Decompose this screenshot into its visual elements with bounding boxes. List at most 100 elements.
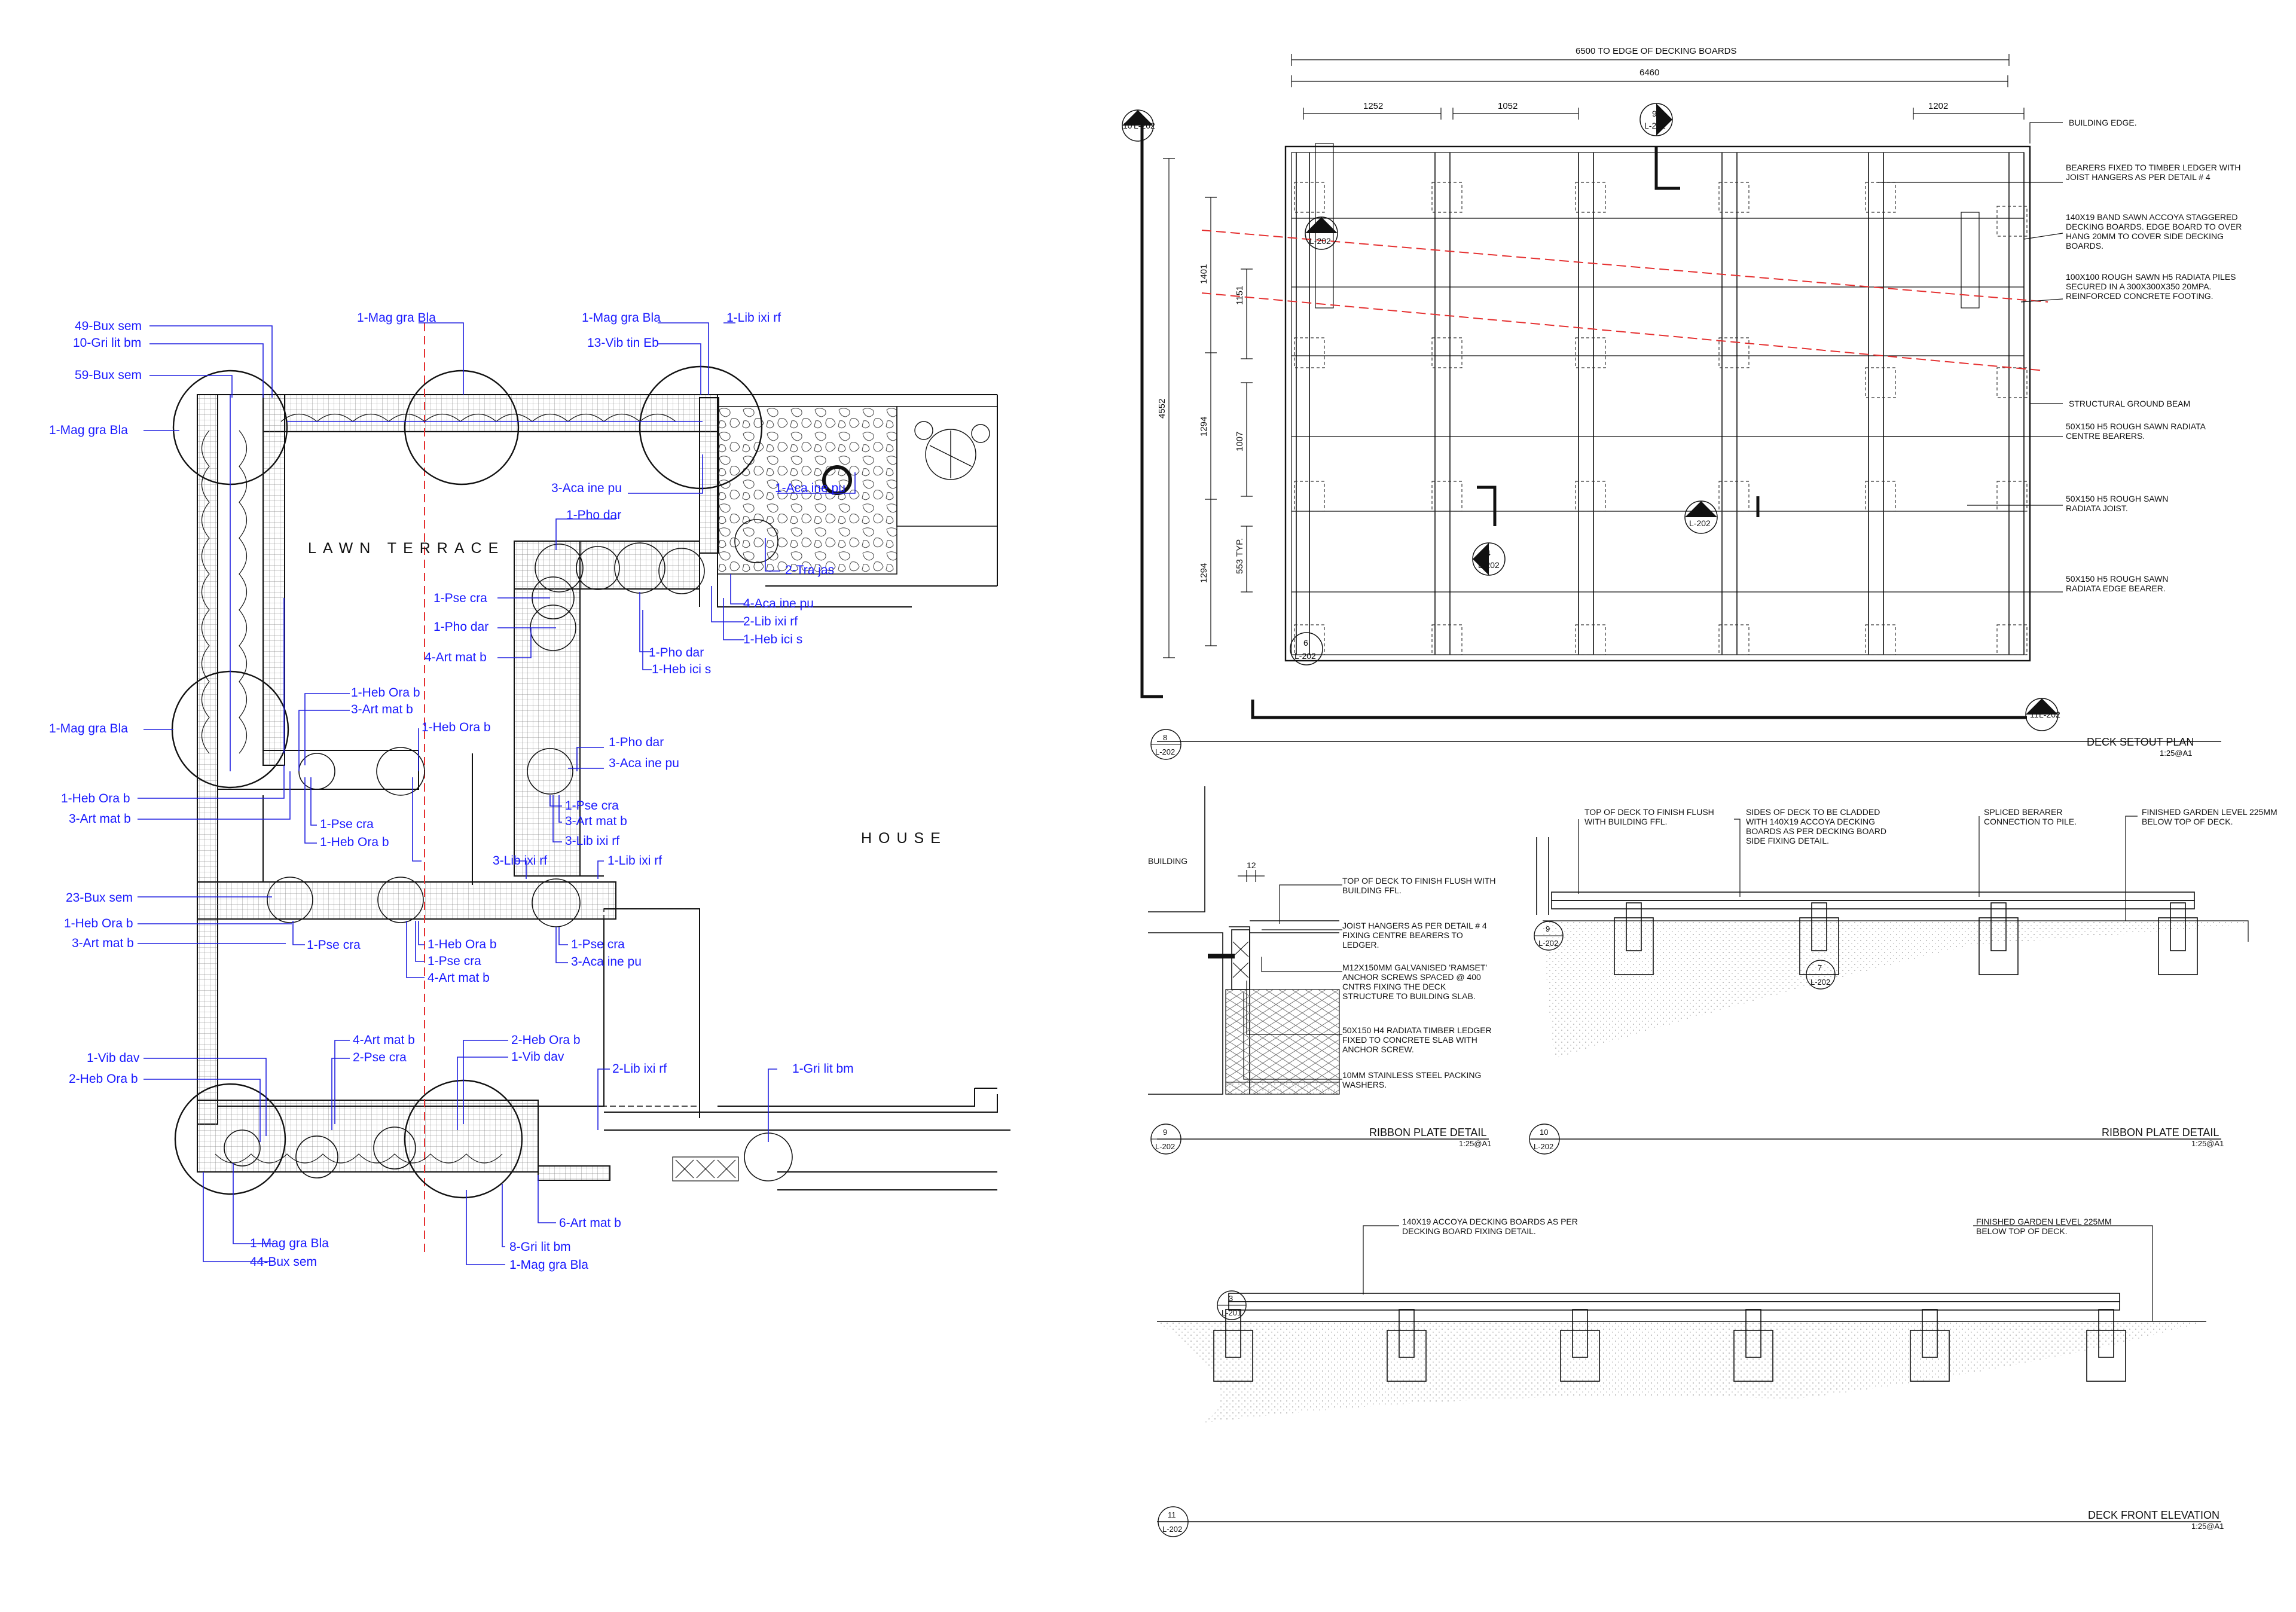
- svg-text:10: 10: [1540, 1128, 1548, 1137]
- note-flush-10: TOP OF DECK TO FINISH FLUSH WITH BUILDIN…: [1584, 807, 1714, 826]
- plant-label: 1-Mag gra Bla: [509, 1258, 588, 1272]
- plant-label: 3-Aca ine pu: [609, 756, 679, 770]
- svg-text:L-202: L-202: [1689, 518, 1711, 528]
- plant-label: 2-Lib ixi rf: [743, 615, 798, 628]
- piles-elevation: [1213, 1309, 2126, 1382]
- svg-text:10: 10: [1123, 121, 1132, 130]
- plant-label: 1-Mag gra Bla: [49, 722, 128, 735]
- plant-label: 1-Heb Ora b: [320, 835, 389, 849]
- plant-label: 3-Lib ixi rf: [493, 854, 547, 868]
- plant-label: 1-Pse cra: [428, 954, 481, 968]
- plant-label: 1-Pse cra: [565, 799, 619, 813]
- tree-canopies: [171, 365, 763, 1199]
- plant-label: 6-Art mat b: [559, 1216, 621, 1230]
- plant-label: 4-Art mat b: [428, 971, 490, 985]
- dim-left-2: 1294: [1199, 417, 1209, 436]
- note-flush: TOP OF DECK TO FINISH FLUSH WITH BUILDIN…: [1342, 876, 1496, 895]
- plant-label: 23-Bux sem: [66, 891, 133, 905]
- callout-9-num: 9: [1546, 924, 1550, 933]
- svg-text:8: 8: [1163, 733, 1167, 742]
- deck-frame: [1201, 143, 2048, 662]
- note-joist-hangers: JOIST HANGERS AS PER DETAIL # 4 FIXING C…: [1342, 921, 1487, 950]
- deck-front-elevation: 140X19 ACCOYA DECKING BOARDS AS PER DECK…: [1157, 1217, 2224, 1537]
- plant-label: 3-Aca ine pu: [571, 955, 642, 969]
- note-ground-beam: STRUCTURAL GROUND BEAM: [2069, 399, 2190, 408]
- callout-9: 9 L-202: [1639, 103, 1673, 136]
- plant-label: 1-Pse cra: [433, 591, 487, 605]
- plant-label: 1-Pho dar: [433, 620, 488, 634]
- dim-left-total: 4552: [1157, 399, 1167, 419]
- plant-label: 1-Heb ici s: [652, 662, 711, 676]
- svg-text:5: 5: [1698, 506, 1703, 516]
- ribbon-plate-detail-9: BUILDING 12 TOP OF DECK TO FINISH FLUSH …: [1148, 786, 1496, 1155]
- plant-label: 1-Heb ici s: [743, 633, 802, 646]
- house-label: HOUSE: [861, 830, 947, 847]
- svg-text:1:25@A1: 1:25@A1: [1459, 1139, 1491, 1148]
- dim-left-1: 1401: [1199, 264, 1209, 284]
- plant-label: 1-Pho dar: [566, 508, 621, 522]
- note-decking-boards: 140X19 BAND SAWN ACCOYA STAGGERED DECKIN…: [2066, 212, 2242, 251]
- deck-setout-plan: 6500 TO EDGE OF DECKING BOARDS 6460 1252…: [1122, 46, 2242, 760]
- note-spliced: SPLICED BERARER CONNECTION TO PILE.: [1984, 807, 2077, 826]
- plant-label: 2-Heb Ora b: [69, 1072, 138, 1086]
- note-cladding: SIDES OF DECK TO BE CLADDED WITH 140X19 …: [1746, 807, 1886, 845]
- dim-inner-left-3: 553 TYP.: [1235, 538, 1245, 574]
- ribbon-plate-detail-9-title: RIBBON PLATE DETAIL: [1369, 1126, 1486, 1138]
- lawn-terrace-label: LAWN TERRACE: [308, 540, 505, 557]
- note-ledger: 50X150 H4 RADIATA TIMBER LEDGER FIXED TO…: [1342, 1025, 1492, 1054]
- stone-paving: [717, 406, 897, 575]
- title-deck-setout-plan: 8 L-202 DECK SETOUT PLAN 1:25@A1: [1150, 729, 2221, 760]
- plant-label: 2-Heb Ora b: [511, 1033, 581, 1047]
- dim-top-2: 1052: [1498, 101, 1518, 111]
- callout-11: 11 L-202: [2025, 698, 2060, 731]
- title-deck-front-elevation: 11 L-202 DECK FRONT ELEVATION 1:25@A1: [1157, 1506, 2224, 1537]
- plant-label: 8-Gri lit bm: [509, 1240, 571, 1254]
- hedge-top: [262, 394, 718, 432]
- svg-text:L-201: L-201: [1222, 1308, 1241, 1317]
- plant-label: 1-Vib dav: [511, 1050, 564, 1064]
- callout-3-num: 3: [1229, 1294, 1233, 1303]
- ribbon-plate-detail-10-title: RIBBON PLATE DETAIL: [2102, 1126, 2219, 1138]
- svg-text:1:25@A1: 1:25@A1: [2191, 1139, 2224, 1148]
- svg-text:4: 4: [1486, 548, 1491, 558]
- plant-label: 3-Art mat b: [69, 812, 131, 826]
- svg-text:11: 11: [2030, 710, 2039, 719]
- svg-text:11: 11: [1168, 1510, 1176, 1519]
- note-joist: 50X150 H5 ROUGH SAWN RADIATA JOIST.: [2066, 494, 2169, 513]
- svg-text:L-202: L-202: [1294, 651, 1316, 661]
- plant-label: 1-Mag gra Bla: [582, 311, 661, 325]
- plant-label: 1-Heb Ora b: [351, 686, 420, 700]
- callout-2: 2 L-202: [1305, 216, 1338, 250]
- plant-label: 3-Lib ixi rf: [565, 834, 619, 848]
- plant-label: 1-Pho dar: [609, 735, 664, 749]
- plant-label: 1-Heb Ora b: [422, 720, 491, 734]
- dim-top-3: 1202: [1928, 101, 1948, 111]
- plant-label: 1-Pse cra: [571, 938, 625, 951]
- note-building-edge: BUILDING EDGE.: [2069, 118, 2137, 127]
- callout-10: 10 L-202: [1122, 109, 1155, 142]
- plant-label: 1-Aca ine pu: [775, 481, 845, 495]
- ribbon-plate-detail-10: TOP OF DECK TO FINISH FLUSH WITH BUILDIN…: [1529, 807, 2277, 1155]
- svg-text:9: 9: [1652, 109, 1657, 118]
- plant-label: 1-Pho dar: [649, 646, 704, 660]
- hedge-inner-left: [262, 394, 285, 766]
- note-edge-bearer: 50X150 H5 ROUGH SAWN RADIATA EDGE BEARER…: [2066, 574, 2169, 593]
- svg-text:L-202: L-202: [1162, 1525, 1182, 1534]
- planting-plan: LAWN TERRACE HOUSE 49-Bux sem 10-Gri lit…: [49, 311, 1010, 1272]
- plant-label: 13-Vib tin Eb: [587, 336, 659, 350]
- plant-label: 3-Art mat b: [351, 703, 413, 716]
- title-ribbon-plate-detail-10: 10 L-202 RIBBON PLATE DETAIL 1:25@A1: [1529, 1123, 2224, 1155]
- plant-label: 1-Pse cra: [307, 938, 361, 952]
- svg-text:L-202: L-202: [1134, 121, 1155, 130]
- dim-inner-left-2: 1007: [1235, 432, 1245, 451]
- svg-text:2: 2: [1318, 221, 1323, 231]
- note-washers: 10MM STAINLESS STEEL PACKING WASHERS.: [1342, 1070, 1482, 1089]
- building-label: BUILDING: [1148, 856, 1187, 866]
- plant-label: 1-Mag gra Bla: [250, 1237, 329, 1250]
- plant-label: 4-Art mat b: [353, 1033, 415, 1047]
- plant-label: 4-Aca ine pu: [743, 597, 814, 610]
- hedge-bottom: [197, 1100, 539, 1173]
- dim-top-1: 1252: [1363, 101, 1383, 111]
- plant-label: 1-Heb Ora b: [64, 917, 133, 930]
